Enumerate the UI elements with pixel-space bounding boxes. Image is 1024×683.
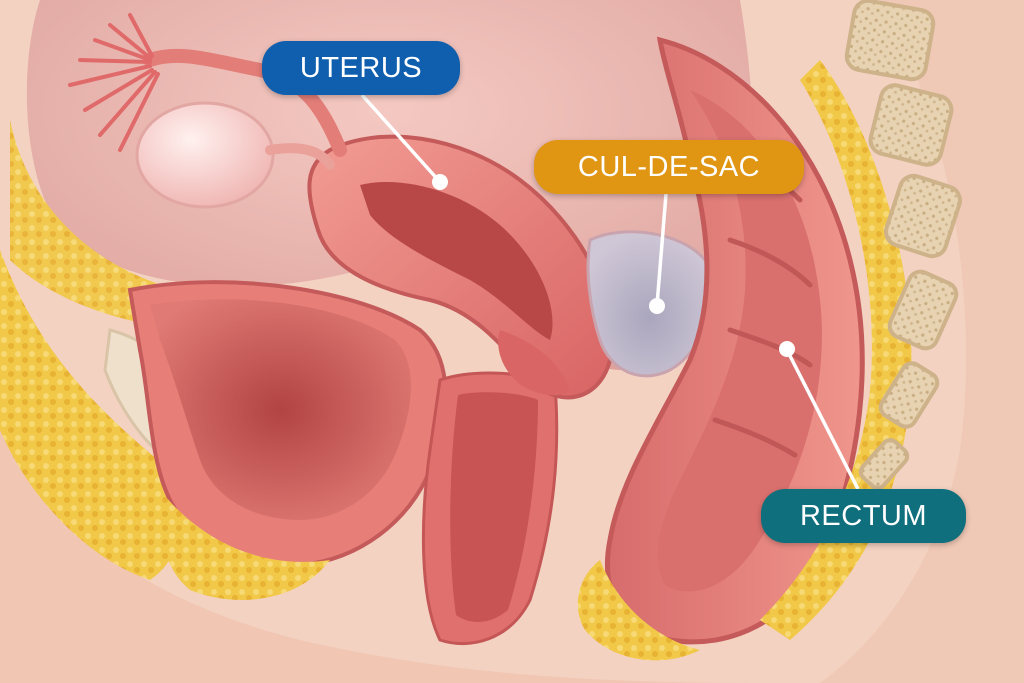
leader-lines [360,93,860,490]
uterus-label: UTERUS [262,41,460,95]
rectum-label: RECTUM [761,489,966,543]
cul-de-sac-label: CUL-DE-SAC [534,140,804,194]
cul-de-sac-leader-line [655,193,668,306]
uterus-leader-line [360,93,442,184]
uterus-marker-dot [432,174,448,190]
rectum-leader-line [785,349,860,490]
rectum-marker-dot [779,341,795,357]
cul-de-sac-marker-dot [649,298,665,314]
